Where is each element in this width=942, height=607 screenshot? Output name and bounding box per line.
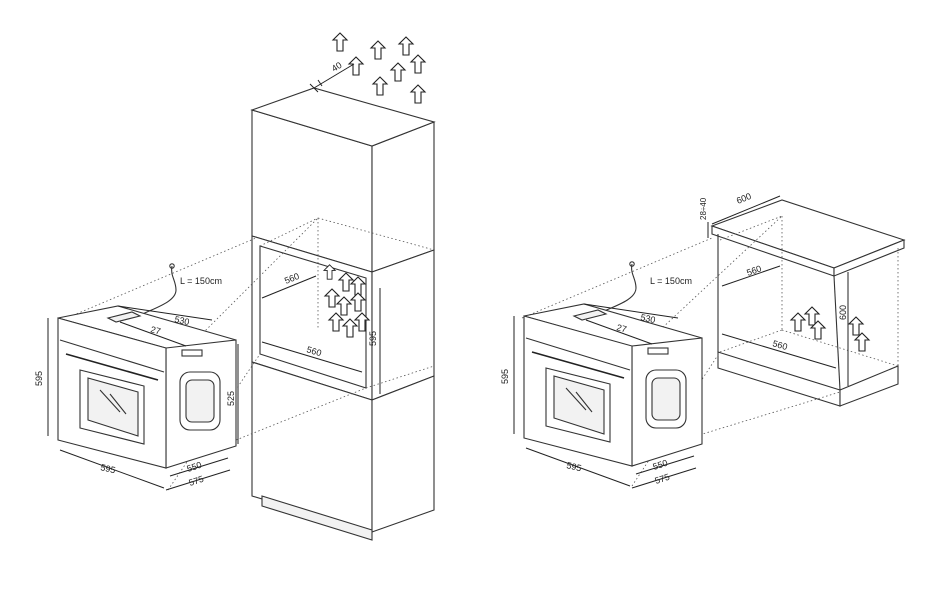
left-installation: 40 560 560 595 L = 150cm bbox=[34, 32, 436, 541]
right-oven-body-depth-label: 550 bbox=[652, 458, 669, 472]
airflow-arrow-icon bbox=[410, 84, 426, 104]
niche-height-label: 595 bbox=[368, 331, 378, 346]
upper-cabinet-top bbox=[250, 87, 436, 147]
base-plinth-side bbox=[839, 365, 899, 407]
airflow-arrow-icon bbox=[398, 36, 414, 56]
right-niche-depth-label: 560 bbox=[745, 263, 763, 278]
counter-depth-label: 600 bbox=[735, 191, 753, 206]
airflow-arrow-icon bbox=[854, 332, 870, 352]
right-installation: 600 28÷40 560 560 600 L = 150cm bbox=[500, 191, 906, 489]
right-niche-height-label: 600 bbox=[838, 305, 848, 320]
lower-cabinet-side bbox=[371, 375, 435, 533]
oven-left bbox=[57, 305, 237, 469]
plinth bbox=[261, 495, 373, 541]
oven-top-depth-label: 530 bbox=[174, 314, 191, 327]
airflow-arrow-icon bbox=[372, 76, 388, 96]
niche-side bbox=[371, 249, 435, 401]
oven-side-height-label: 525 bbox=[226, 391, 236, 406]
door-glass-icon bbox=[87, 377, 139, 437]
airflow-arrow-icon bbox=[410, 54, 426, 74]
top-thickness-label: 28÷40 bbox=[699, 197, 708, 220]
airflow-arrow-icon bbox=[370, 40, 386, 60]
oven-height-label: 595 bbox=[34, 371, 44, 386]
airflow-base bbox=[790, 306, 870, 352]
right-cable-length-label: L = 150cm bbox=[650, 276, 692, 286]
right-oven-width-label: 595 bbox=[566, 460, 583, 473]
base-plinth-front bbox=[717, 351, 841, 407]
oven-body-depth-label: 550 bbox=[186, 460, 203, 474]
oven-width-label: 595 bbox=[100, 462, 117, 475]
oven-total-depth-label: 575 bbox=[188, 474, 205, 488]
door-glass-icon bbox=[553, 375, 605, 435]
airflow-arrow-icon bbox=[790, 312, 806, 332]
right-oven-height-label: 595 bbox=[500, 369, 510, 384]
airflow-arrow-icon bbox=[848, 316, 864, 336]
right-oven-panel-offset-label: 27 bbox=[615, 322, 627, 334]
cable-length-label: L = 150cm bbox=[180, 276, 222, 286]
tall-cabinet bbox=[250, 87, 436, 541]
vent-gap-label: 40 bbox=[330, 60, 344, 74]
oven-right bbox=[523, 303, 703, 467]
upper-cabinet-side bbox=[371, 121, 435, 273]
oven-panel-offset-label: 27 bbox=[149, 324, 161, 336]
right-oven-total-depth-label: 575 bbox=[654, 472, 671, 486]
airflow-arrow-icon bbox=[332, 32, 348, 52]
base-cabinet bbox=[710, 199, 906, 407]
right-niche-width-label: 560 bbox=[771, 338, 788, 352]
niche-width-label: 560 bbox=[305, 344, 322, 358]
right-oven-top-depth-label: 530 bbox=[640, 312, 657, 325]
airflow-arrow-icon bbox=[390, 62, 406, 82]
countertop-side-edge bbox=[833, 239, 905, 277]
